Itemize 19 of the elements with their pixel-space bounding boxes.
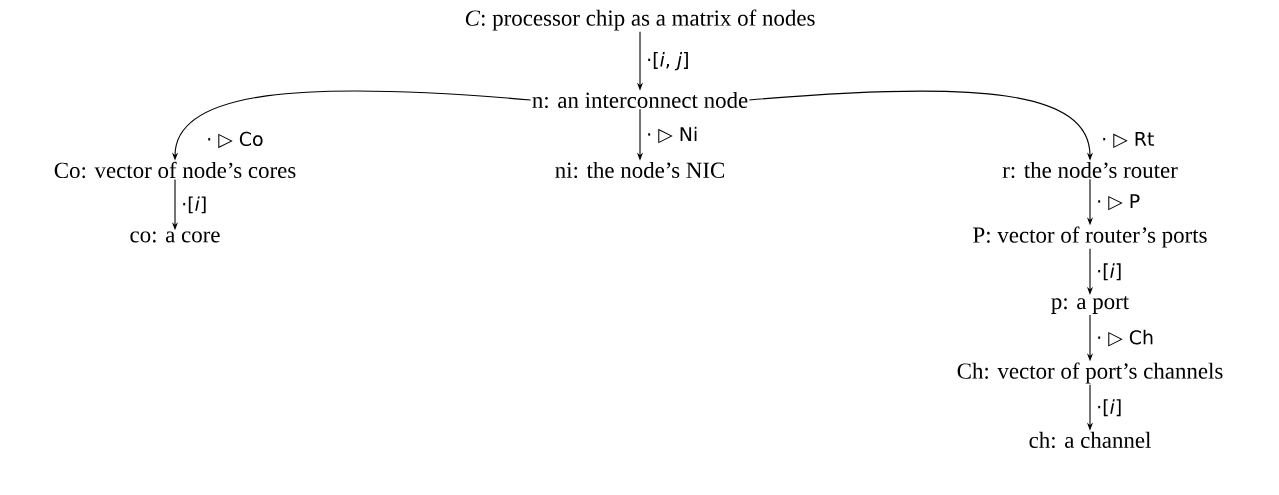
- node-label: r: the node’s router: [1002, 161, 1178, 179]
- edge-label: · ▷ P: [1098, 194, 1140, 211]
- edge-label: ·[i, j]: [648, 52, 688, 71]
- node-label: Ch: vector of port’s channels: [957, 362, 1223, 384]
- node-label: p: a port: [1051, 296, 1129, 314]
- node-label: C: processor chip as a matrix of nodes: [465, 9, 815, 31]
- node-label: P: vector of router’s ports: [973, 226, 1207, 248]
- edge-label: · ▷ Ni: [648, 126, 697, 144]
- edge-label: ·[i]: [183, 196, 206, 214]
- node-label: ch: a channel: [1029, 431, 1151, 449]
- edge-label: ·[i]: [1098, 263, 1121, 281]
- node-label: n: an interconnect node: [532, 91, 748, 109]
- edge-label: · ▷ Rt: [1103, 131, 1154, 149]
- edge-label: · ▷ Ch: [1098, 329, 1153, 347]
- node-label: co: a core: [130, 231, 220, 243]
- edge-label: ·[i]: [1098, 399, 1121, 417]
- node-label: ni: the node’s NIC: [555, 161, 725, 179]
- node-label: Co: vector of node’s cores: [54, 161, 296, 179]
- edge-label: · ▷ Co: [208, 131, 263, 149]
